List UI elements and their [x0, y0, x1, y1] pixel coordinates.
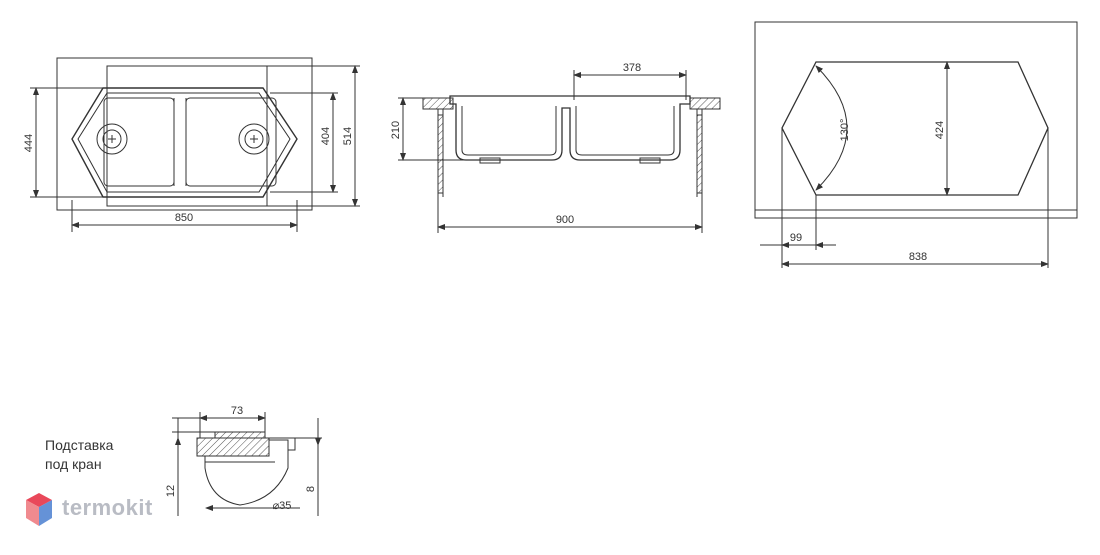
- countertop-rect: [754, 21, 1078, 219]
- top-height-total-label: 514: [342, 127, 354, 145]
- caption-line-2: под кран: [45, 456, 102, 472]
- section-bowl-label: 378: [623, 62, 641, 74]
- section-width-label: 900: [556, 214, 574, 226]
- sink-section-profile: [449, 95, 691, 161]
- section-depth-label: 210: [390, 121, 402, 139]
- tap-stand-detail: [172, 412, 322, 516]
- cutout-offset-label: 99: [790, 232, 802, 244]
- top-height-inner-label: 404: [320, 127, 332, 145]
- tap-stand-caption: Подставка под кран: [45, 436, 113, 474]
- top-width-label: 850: [175, 212, 193, 224]
- brand-name: termokit: [62, 495, 153, 520]
- counter-slab-left: [422, 97, 454, 110]
- right-drain: [238, 123, 270, 155]
- section-view: [398, 70, 721, 233]
- left-drain: [96, 123, 128, 155]
- brand-logo: termokit: [24, 492, 174, 528]
- tap-height-left-label: 12: [165, 485, 177, 497]
- sink-hexagon-outer: [71, 87, 298, 198]
- sink-outer-rect: [106, 65, 268, 207]
- sink-hexagon-inner: [77, 92, 291, 193]
- tap-height-right-label: 8: [305, 486, 317, 492]
- counter-slab-right: [689, 97, 721, 110]
- countertop-outline: [56, 57, 313, 211]
- angle-arc: [815, 65, 848, 191]
- left-bowl: [103, 97, 175, 187]
- cutout-view: [754, 21, 1078, 268]
- top-height-outer-label: 444: [23, 134, 35, 152]
- caption-line-1: Подставка: [45, 437, 114, 453]
- cutout-angle-label: 130°: [839, 119, 851, 142]
- cube-icon: [26, 493, 52, 526]
- cutout-height-label: 424: [934, 121, 946, 139]
- cutout-hexagon: [781, 61, 1049, 196]
- top-view: [30, 57, 360, 232]
- tap-width-label: 73: [231, 405, 243, 417]
- tap-diameter-label: ⌀35: [273, 500, 292, 512]
- cutout-length-label: 838: [909, 251, 927, 263]
